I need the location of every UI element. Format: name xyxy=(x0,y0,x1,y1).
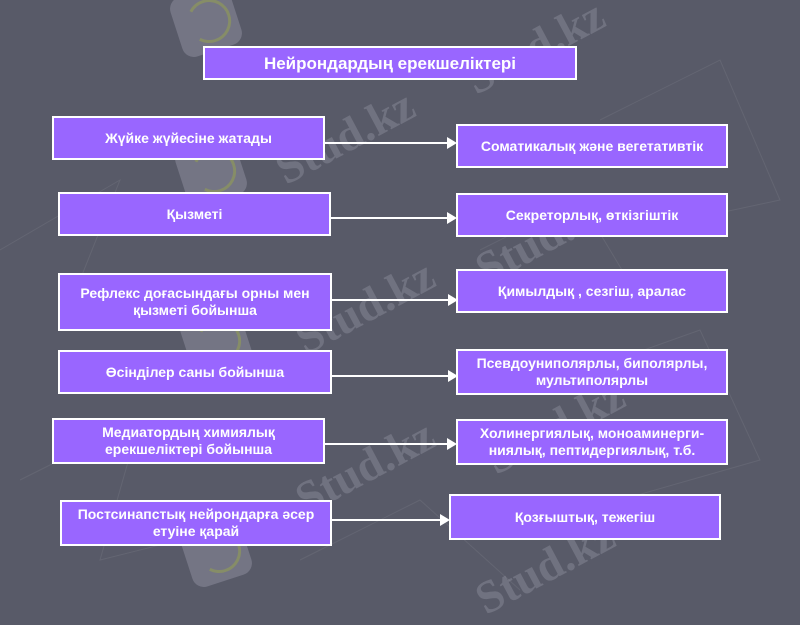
connector-arrow xyxy=(331,212,457,224)
category-box-processes: Өсінділер саны бойынша xyxy=(58,350,332,394)
connector-arrow xyxy=(325,137,457,149)
value-box-mediator: Холинергиялық, моноаминерги-ниялық, пепт… xyxy=(456,419,728,465)
connector-arrow xyxy=(332,514,450,526)
category-box-postsynaptic: Постсинапстық нейрондарға әсер етуіне қа… xyxy=(60,500,332,546)
connector-arrow xyxy=(332,370,458,382)
value-box-postsynaptic: Қозғыштық, тежегіш xyxy=(449,494,721,540)
connector-arrow xyxy=(332,294,458,306)
value-box-processes: Псевдоуниполярлы, биполярлы, мультиполяр… xyxy=(456,349,728,395)
category-box-nervous-system: Жүйке жүйесіне жатады xyxy=(52,116,325,160)
value-box-nervous-system: Соматикалық және вегетативтік xyxy=(456,124,728,168)
connector-arrow xyxy=(325,438,457,450)
value-box-function: Секреторлық, өткізгіштік xyxy=(456,193,728,237)
diagram-title: Нейрондардың ерекшеліктері xyxy=(203,46,577,80)
category-box-reflex-arc: Рефлекс доғасындағы орны мен қызметі бой… xyxy=(58,273,332,331)
value-box-reflex-arc: Қимылдық , сезгіш, аралас xyxy=(456,269,728,313)
category-box-function: Қызметі xyxy=(58,192,331,236)
category-box-mediator: Медиатордың химиялық ерекшеліктері бойын… xyxy=(52,418,325,464)
